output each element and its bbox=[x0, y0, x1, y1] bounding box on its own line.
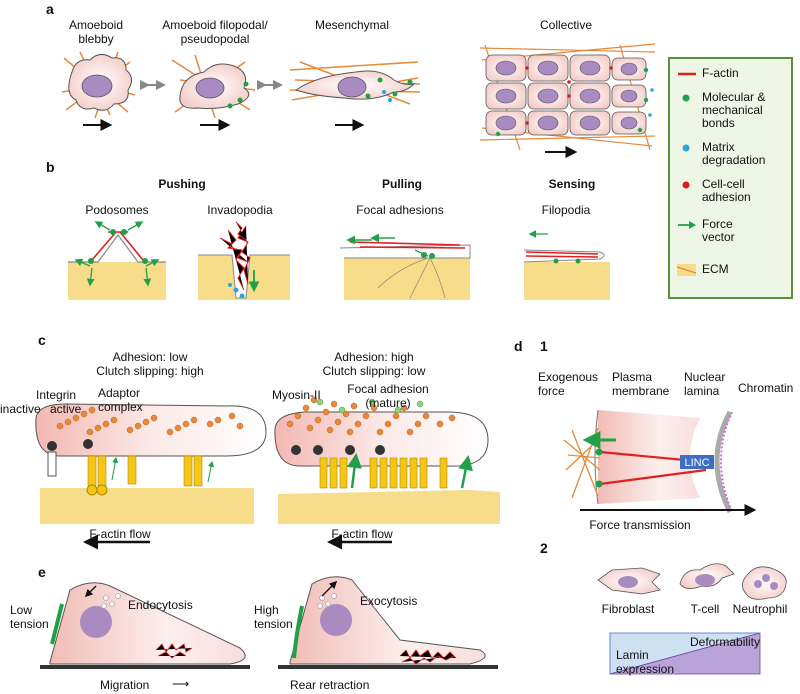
force-transmission-diagram bbox=[563, 409, 757, 516]
low-adhesion-cell bbox=[35, 403, 267, 550]
myosin-label: Myosin-II bbox=[272, 388, 321, 402]
focal-adhesion-diagram bbox=[339, 233, 471, 300]
left-flow-label: F-actin flow bbox=[89, 527, 151, 541]
plasma-membrane-label: Plasma membrane bbox=[612, 370, 670, 398]
cell-label-fibroblast: Fibroblast bbox=[601, 602, 655, 616]
integrin-label: Integrin bbox=[36, 388, 77, 402]
panel-e-letter: e bbox=[38, 564, 46, 580]
migration-label: Migration bbox=[100, 678, 150, 692]
structure-invadopodia: Invadopodia bbox=[207, 203, 273, 217]
cell-label-t-cell: T-cell bbox=[690, 602, 720, 616]
endocytosis-label: Endocytosis bbox=[128, 598, 193, 612]
exogenous-force-label: Exogenous force bbox=[538, 370, 599, 398]
mesenchymal-cell bbox=[289, 61, 421, 131]
structure-podosomes: Podosomes bbox=[85, 203, 149, 217]
nuclear-lamina-label: Nuclear lamina bbox=[684, 370, 726, 398]
low-tension-label: Low tension bbox=[10, 603, 49, 631]
cell-types-diagram bbox=[597, 563, 787, 600]
linc-label: LINC bbox=[684, 457, 710, 469]
right-adhesion-state: Adhesion: high bbox=[334, 350, 414, 364]
panel-a-letter: a bbox=[46, 1, 54, 17]
force-transmission-label: Force transmission bbox=[589, 518, 691, 532]
ecm-swatch-icon bbox=[676, 264, 696, 276]
mode-label-collective: Collective bbox=[539, 18, 593, 32]
panel-c-graphics bbox=[35, 396, 500, 550]
category-sensing: Sensing bbox=[548, 177, 596, 191]
right-flow-label: F-actin flow bbox=[331, 527, 393, 541]
deformability-lamin-gradient bbox=[609, 632, 761, 675]
left-adhesion-state: Adhesion: low bbox=[112, 350, 188, 364]
adaptor-complex-label: Adaptor complex bbox=[98, 386, 143, 414]
high-adhesion-cell bbox=[274, 396, 500, 550]
filopodal-cell bbox=[171, 54, 256, 131]
filopodia-diagram bbox=[523, 230, 610, 300]
panel-d-graphics bbox=[563, 409, 787, 675]
structure-focal-adhesions: Focal adhesions bbox=[356, 203, 444, 217]
green-dot-icon bbox=[682, 94, 690, 102]
migration-arrow-glyph: ⟶ bbox=[172, 677, 190, 691]
left-clutch-state: Clutch slipping: high bbox=[96, 364, 204, 378]
podosome-diagram bbox=[68, 221, 166, 300]
mode-label-mesenchymal: Mesenchymal bbox=[314, 18, 390, 32]
green-arrow-icon bbox=[678, 221, 696, 229]
blebby-cell bbox=[61, 51, 136, 131]
panel-d-letter: d bbox=[514, 338, 523, 354]
exocytosis-label: Exocytosis bbox=[360, 594, 418, 608]
panel-d-sub-2: 2 bbox=[540, 540, 548, 556]
category-pulling: Pulling bbox=[382, 177, 422, 191]
high-tension-label: High tension bbox=[254, 603, 293, 631]
collective-cells bbox=[479, 43, 656, 158]
structure-filopodia: Filopodia bbox=[541, 203, 591, 217]
panel-e-graphics bbox=[40, 576, 498, 669]
red-dot-icon bbox=[682, 181, 690, 189]
deformability-label: Deformability bbox=[690, 635, 761, 649]
panel-b-letter: b bbox=[46, 159, 55, 175]
panel-c-letter: c bbox=[38, 332, 46, 348]
active-label: active bbox=[50, 402, 82, 416]
inactive-label: inactive bbox=[0, 402, 41, 416]
focal-adhesion-mature-label: Focal adhesion (mature) bbox=[347, 382, 429, 410]
invadopodia-diagram bbox=[198, 221, 290, 300]
category-pushing: Pushing bbox=[158, 177, 206, 191]
chromatin-label: Chromatin bbox=[738, 381, 794, 395]
panel-a-graphics bbox=[61, 43, 656, 158]
mode-label-filopodal: Amoeboid filopodal/ pseudopodal bbox=[162, 18, 268, 46]
panel-d-sub-1: 1 bbox=[540, 338, 548, 354]
mode-label-blebby: Amoeboid blebby bbox=[68, 18, 124, 46]
rear-retraction-label: Rear retraction bbox=[290, 678, 370, 692]
cell-label-neutrophil: Neutrophil bbox=[732, 602, 788, 616]
blue-dot-icon bbox=[682, 144, 690, 152]
lamin-expression-label: Lamin expression bbox=[616, 648, 675, 676]
legend-box: F-actin Molecular & mechanical bonds Mat… bbox=[668, 57, 793, 299]
right-clutch-state: Clutch slipping: low bbox=[322, 364, 426, 378]
f-actin-line-icon bbox=[678, 72, 696, 76]
panel-b-graphics bbox=[68, 221, 610, 300]
